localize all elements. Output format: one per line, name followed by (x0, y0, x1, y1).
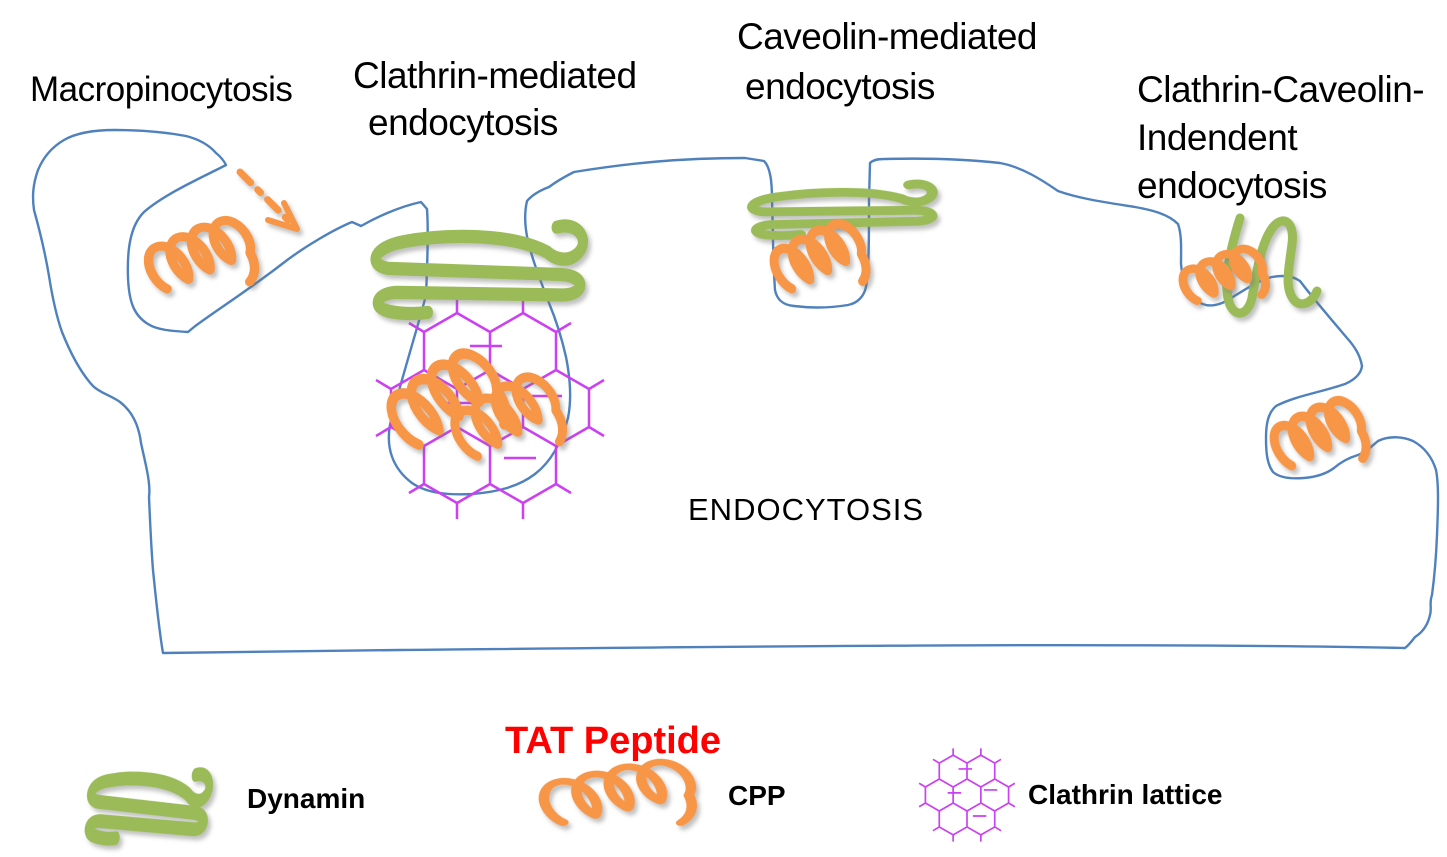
label-clathrin-mediated: Clathrin-mediated endocytosis (353, 52, 637, 146)
legend-label-clathrin-lattice: Clathrin lattice (1028, 779, 1223, 810)
label-independent-line2: Indendent (1137, 117, 1298, 158)
label-caveolin-mediated: Caveolin-mediated endocytosis (737, 12, 1038, 112)
label-independent-line3: endocytosis (1137, 165, 1327, 206)
label-caveolin-mediated-line2: endocytosis (745, 66, 935, 107)
legend-label-dynamin: Dynamin (247, 783, 366, 814)
legend-label-tat-peptide: TAT Peptide (505, 720, 722, 762)
cell-membrane (31, 128, 1440, 655)
label-macropinocytosis: Macropinocytosis (30, 70, 293, 109)
cpp-legend-icon (541, 759, 694, 837)
label-clathrin-mediated-line1: Clathrin-mediated (353, 55, 637, 96)
legend-label-cpp: CPP (728, 780, 786, 811)
cpp-macropinocytosis (143, 216, 259, 305)
label-clathrin-mediated-line2: endocytosis (368, 102, 558, 143)
label-caveolin-mediated-line1: Caveolin-mediated (737, 16, 1038, 57)
dynamin-clathrin-pit (373, 216, 584, 322)
macropinocytosis-arrow-icon (236, 168, 300, 232)
label-endocytosis: ENDOCYTOSIS (688, 492, 925, 527)
label-independent-line1: Clathrin-Caveolin- (1137, 69, 1425, 110)
dynamin-springs (85, 184, 1322, 852)
dynamin-legend-icon (85, 759, 211, 851)
membrane-outline (31, 128, 1440, 655)
dynamin-independent-pit (1222, 213, 1322, 318)
clathrin-lattice-legend-icon (918, 747, 1016, 843)
label-clathrin-caveolin-independent: Clathrin-Caveolin- Indendent endocytosis (1137, 66, 1425, 210)
cpp-right-pocket (1268, 396, 1370, 480)
